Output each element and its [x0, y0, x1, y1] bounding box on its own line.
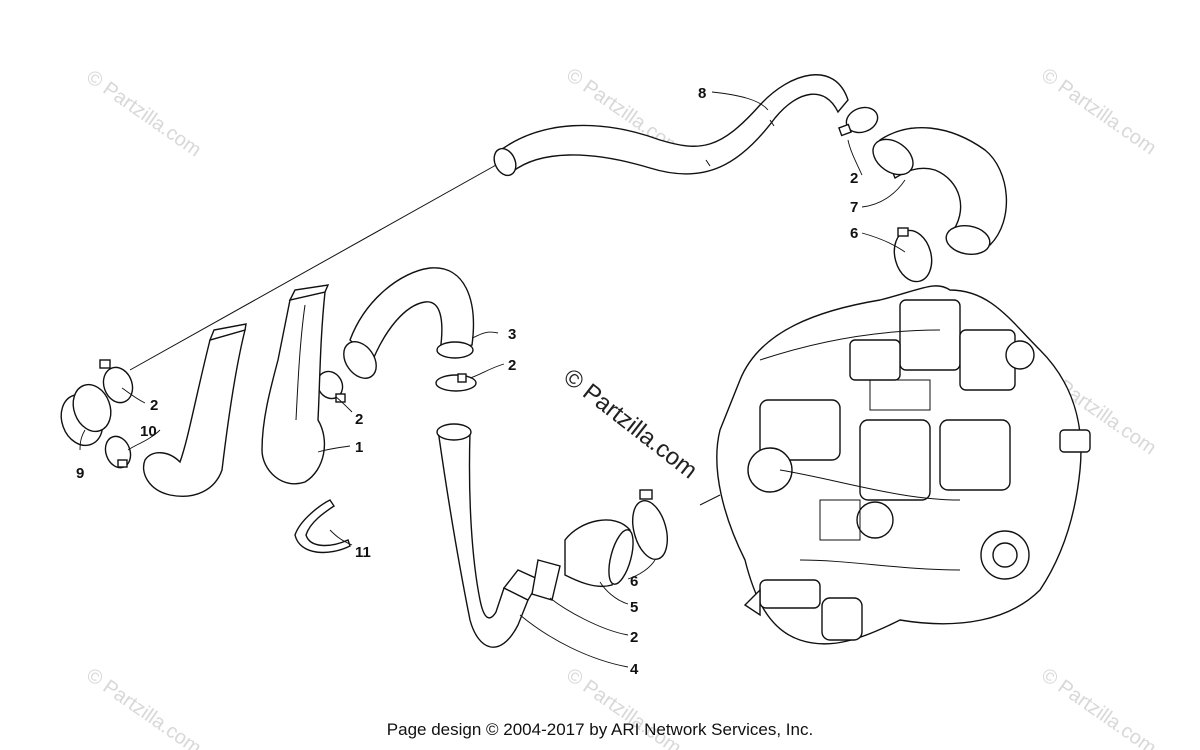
- callout-labels: 8 2 7 6 3 2 2 10 9 2 1 11 6 5 2 4: [76, 85, 858, 678]
- part-6-clamp-lower[interactable]: [627, 489, 673, 563]
- callout-4: 4: [630, 661, 639, 678]
- part-5-coupler[interactable]: [564, 519, 638, 587]
- callout-2-middle-right: 2: [508, 357, 516, 374]
- part-7-elbow-boot[interactable]: [866, 127, 1008, 258]
- callout-2-left: 2: [150, 397, 158, 414]
- callout-2-upper: 2: [850, 170, 858, 187]
- part-2-clamp-upper[interactable]: [838, 103, 881, 137]
- callout-8: 8: [698, 85, 706, 102]
- engine-assembly: [716, 285, 1091, 645]
- watermark-center: © Partzilla.com: [558, 363, 702, 484]
- part-6-clamp-upper[interactable]: [889, 226, 937, 286]
- part-9-boot[interactable]: [54, 379, 117, 451]
- part-3-middle-duct[interactable]: [337, 267, 475, 385]
- part-2-clamp-middle-right[interactable]: [435, 373, 477, 392]
- part-10-side-duct[interactable]: [143, 323, 247, 497]
- callout-5: 5: [630, 599, 638, 616]
- part-1-airbox-duct[interactable]: [261, 284, 330, 485]
- part-8-upper-duct[interactable]: [490, 74, 849, 179]
- part-11-clip[interactable]: [294, 499, 351, 554]
- callout-9: 9: [76, 465, 84, 482]
- callout-7: 7: [850, 199, 858, 216]
- leader-lines: [79, 91, 906, 668]
- part-2-clamp-left-upper[interactable]: [99, 359, 138, 407]
- watermark-top-left: © Partzilla.com: [82, 66, 205, 161]
- watermark-top-right: © Partzilla.com: [1037, 64, 1160, 159]
- callout-11: 11: [355, 544, 371, 561]
- callout-2-middle-left: 2: [355, 411, 363, 428]
- part-2-clamp-left-lower[interactable]: [101, 433, 134, 471]
- part-4-lower-duct[interactable]: [436, 423, 542, 648]
- callout-10: 10: [140, 423, 157, 440]
- assembly-guide-line-engine: [699, 494, 721, 506]
- callout-3: 3: [508, 326, 516, 343]
- callout-1: 1: [355, 439, 363, 456]
- page-footer: Page design © 2004-2017 by ARI Network S…: [386, 720, 814, 739]
- callout-2-lower: 2: [630, 629, 638, 646]
- assembly-guide-line: [129, 159, 506, 371]
- callout-6-upper: 6: [850, 225, 858, 242]
- callout-6-lower: 6: [630, 573, 638, 590]
- part-2-clamp-lower[interactable]: [531, 559, 561, 601]
